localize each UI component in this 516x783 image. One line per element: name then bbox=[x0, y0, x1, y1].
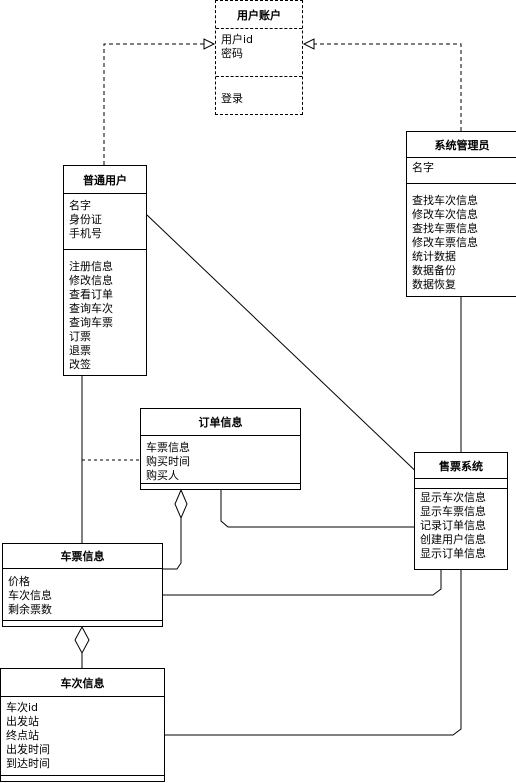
operation: 退票 bbox=[69, 344, 91, 357]
attribute: 车票信息 bbox=[146, 441, 190, 454]
assoc-order-system bbox=[220, 490, 414, 528]
attribute: 身份证 bbox=[69, 213, 102, 226]
class-title: 订单信息 bbox=[141, 409, 300, 436]
class-normal-user: 普通用户 名字 身份证 手机号 注册信息 修改信息 查看订单 查询车次 查询车票… bbox=[63, 165, 147, 376]
aggregation-diamond-order bbox=[174, 488, 188, 520]
class-attributes bbox=[415, 479, 507, 489]
attribute: 手机号 bbox=[69, 227, 102, 240]
assoc-system-ticket bbox=[163, 570, 442, 596]
class-operations: 注册信息 修改信息 查看订单 查询车次 查询车票 订票 退票 改签 bbox=[64, 250, 146, 372]
attribute: 剩余票数 bbox=[8, 603, 52, 616]
operation: 查看订单 bbox=[69, 288, 113, 301]
class-title: 车票信息 bbox=[3, 544, 162, 569]
operation: 显示车次信息 bbox=[420, 491, 486, 504]
attribute: 出发站 bbox=[6, 715, 39, 728]
operation: 查找车票信息 bbox=[412, 222, 478, 235]
class-title: 系统管理员 bbox=[407, 132, 516, 158]
attribute: 出发时间 bbox=[6, 743, 50, 756]
realization-arrowhead-right bbox=[302, 38, 315, 50]
class-operations: 显示车次信息 显示车票信息 记录订单信息 创建用户信息 显示订单信息 bbox=[415, 489, 507, 561]
class-title: 车次信息 bbox=[1, 669, 164, 697]
class-ticket-system: 售票系统 显示车次信息 显示车票信息 记录订单信息 创建用户信息 显示订单信息 bbox=[414, 452, 508, 570]
assoc-order-ticket bbox=[163, 518, 182, 570]
operation: 注册信息 bbox=[69, 260, 113, 273]
class-order-info: 订单信息 车票信息 购买时间 购买人 bbox=[140, 408, 301, 490]
operation: 数据恢复 bbox=[412, 278, 456, 291]
assoc-system-train bbox=[165, 570, 462, 736]
class-attributes: 名字 bbox=[407, 158, 516, 184]
class-title: 用户账户 bbox=[216, 1, 302, 29]
operation: 记录订单信息 bbox=[420, 519, 486, 532]
class-attributes: 价格 车次信息 剩余票数 bbox=[3, 569, 162, 621]
operation: 修改车次信息 bbox=[412, 208, 478, 221]
class-attributes: 车票信息 购买时间 购买人 bbox=[141, 436, 300, 484]
class-attributes: 用户id 密码 bbox=[216, 29, 302, 77]
attribute: 终点站 bbox=[6, 729, 39, 742]
operation: 统计数据 bbox=[412, 250, 456, 263]
aggregation-diamond-ticket bbox=[74, 625, 90, 655]
attribute: 购买人 bbox=[146, 469, 179, 482]
attribute: 名字 bbox=[69, 199, 91, 212]
operation: 查询车次 bbox=[69, 302, 113, 315]
class-system-admin: 系统管理员 名字 查找车次信息 修改车次信息 查找车票信息 修改车票信息 统计数… bbox=[406, 131, 516, 297]
class-attributes: 名字 身份证 手机号 bbox=[64, 194, 146, 250]
operation: 数据备份 bbox=[412, 264, 456, 277]
class-train-info: 车次信息 车次id 出发站 终点站 出发时间 到达时间 bbox=[0, 668, 165, 782]
class-operations: 查找车次信息 修改车次信息 查找车票信息 修改车票信息 统计数据 数据备份 数据… bbox=[407, 184, 516, 292]
realization-arrowhead-left bbox=[203, 38, 216, 50]
attribute: 车次信息 bbox=[8, 589, 52, 602]
attribute: 用户id bbox=[221, 33, 254, 46]
operation: 改签 bbox=[69, 358, 91, 371]
operation: 订票 bbox=[69, 330, 91, 343]
class-operations: 登录 bbox=[216, 77, 302, 106]
attribute: 到达时间 bbox=[6, 757, 50, 770]
realization-normal-user-to-account bbox=[103, 43, 206, 165]
class-ticket-info: 车票信息 价格 车次信息 剩余票数 bbox=[2, 543, 163, 627]
operation: 创建用户信息 bbox=[420, 533, 486, 546]
class-title: 普通用户 bbox=[64, 166, 146, 194]
attribute: 密码 bbox=[221, 47, 243, 60]
operation: 登录 bbox=[221, 92, 243, 105]
attribute: 购买时间 bbox=[146, 455, 190, 468]
operation: 查询车票 bbox=[69, 316, 113, 329]
operation: 查找车次信息 bbox=[412, 194, 478, 207]
class-title: 售票系统 bbox=[415, 453, 507, 479]
class-attributes: 车次id 出发站 终点站 出发时间 到达时间 bbox=[1, 697, 164, 776]
operation: 修改信息 bbox=[69, 274, 113, 287]
operation: 显示车票信息 bbox=[420, 505, 486, 518]
operation: 显示订单信息 bbox=[420, 547, 486, 560]
realization-admin-to-account bbox=[312, 43, 462, 131]
attribute: 价格 bbox=[8, 575, 30, 588]
operation: 修改车票信息 bbox=[412, 236, 478, 249]
class-user-account: 用户账户 用户id 密码 登录 bbox=[215, 0, 303, 115]
attribute: 车次id bbox=[6, 701, 39, 714]
attribute: 名字 bbox=[412, 161, 434, 174]
assoc-user-system bbox=[146, 214, 427, 482]
